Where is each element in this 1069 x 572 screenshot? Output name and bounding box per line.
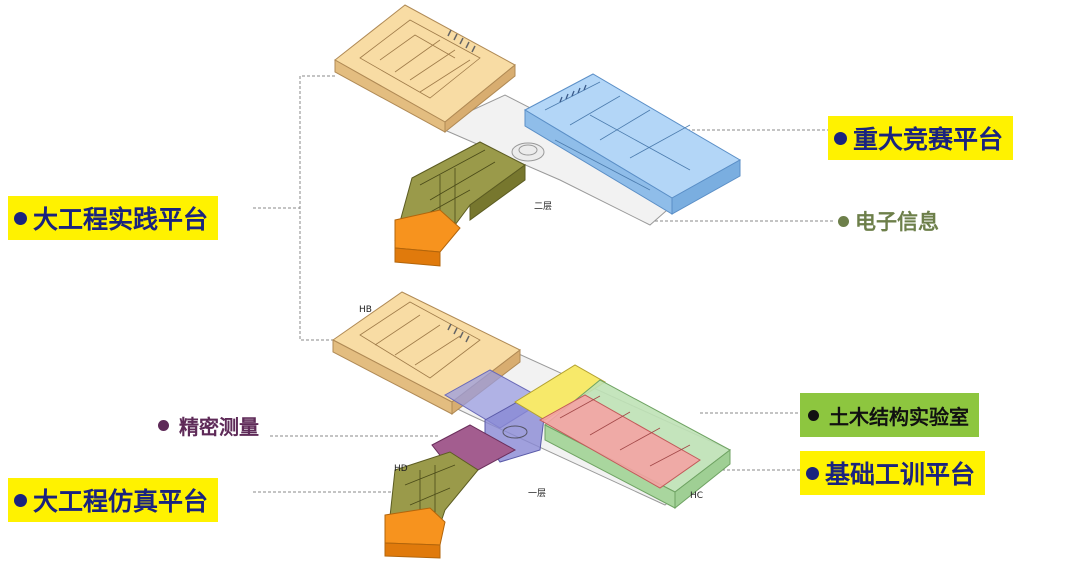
label-text: 大工程仿真平台 bbox=[33, 487, 209, 516]
label-civil-structure-lab: 土木结构实验室 bbox=[800, 393, 979, 437]
label-big-engineering-practice: 大工程实践平台 bbox=[8, 196, 219, 240]
bullet-dot bbox=[14, 211, 27, 225]
electronic-info-blue-block bbox=[523, 73, 742, 215]
label-electronic-info: 电子信息 bbox=[838, 206, 939, 236]
atrium-ring bbox=[511, 142, 545, 162]
floor-label-second: 二层 bbox=[534, 202, 553, 212]
floor-label-first: 一层 bbox=[528, 489, 547, 499]
simulation-orange-block bbox=[384, 507, 446, 546]
label-big-engineering-simulation: 大工程仿真平台 bbox=[8, 478, 219, 522]
bullet-dot bbox=[806, 466, 819, 480]
label-text: 大工程实践平台 bbox=[33, 205, 209, 234]
practice-orange-block bbox=[394, 209, 461, 267]
first-floor-model bbox=[332, 291, 731, 559]
second-floor-model bbox=[334, 4, 742, 267]
label-text: 电子信息 bbox=[855, 210, 939, 234]
label-text: 精密测量 bbox=[179, 414, 259, 439]
building-code-hb: HB bbox=[359, 305, 372, 315]
leader-lines bbox=[253, 75, 835, 493]
label-basic-training: 基础工训平台 bbox=[800, 451, 986, 495]
bullet-dot bbox=[14, 493, 27, 507]
building-code-hd: HD bbox=[394, 464, 408, 474]
label-text: 重大竞赛平台 bbox=[853, 125, 1004, 154]
label-text: 基础工训平台 bbox=[825, 460, 976, 489]
yellow-zone bbox=[514, 364, 606, 421]
bullet-dot bbox=[834, 131, 847, 145]
label-text: 土木结构实验室 bbox=[829, 404, 969, 429]
building-code-hc: HC bbox=[690, 491, 704, 501]
label-precision-measurement: 精密测量 bbox=[158, 410, 259, 440]
training-pink-zone bbox=[538, 394, 701, 489]
bullet-dot bbox=[158, 419, 169, 431]
leader-hb-bracket bbox=[299, 75, 335, 341]
hb-upper-block bbox=[334, 4, 516, 134]
bullet-dot bbox=[838, 215, 849, 227]
bullet-dot bbox=[808, 409, 819, 421]
label-major-competition: 重大竞赛平台 bbox=[828, 116, 1014, 160]
